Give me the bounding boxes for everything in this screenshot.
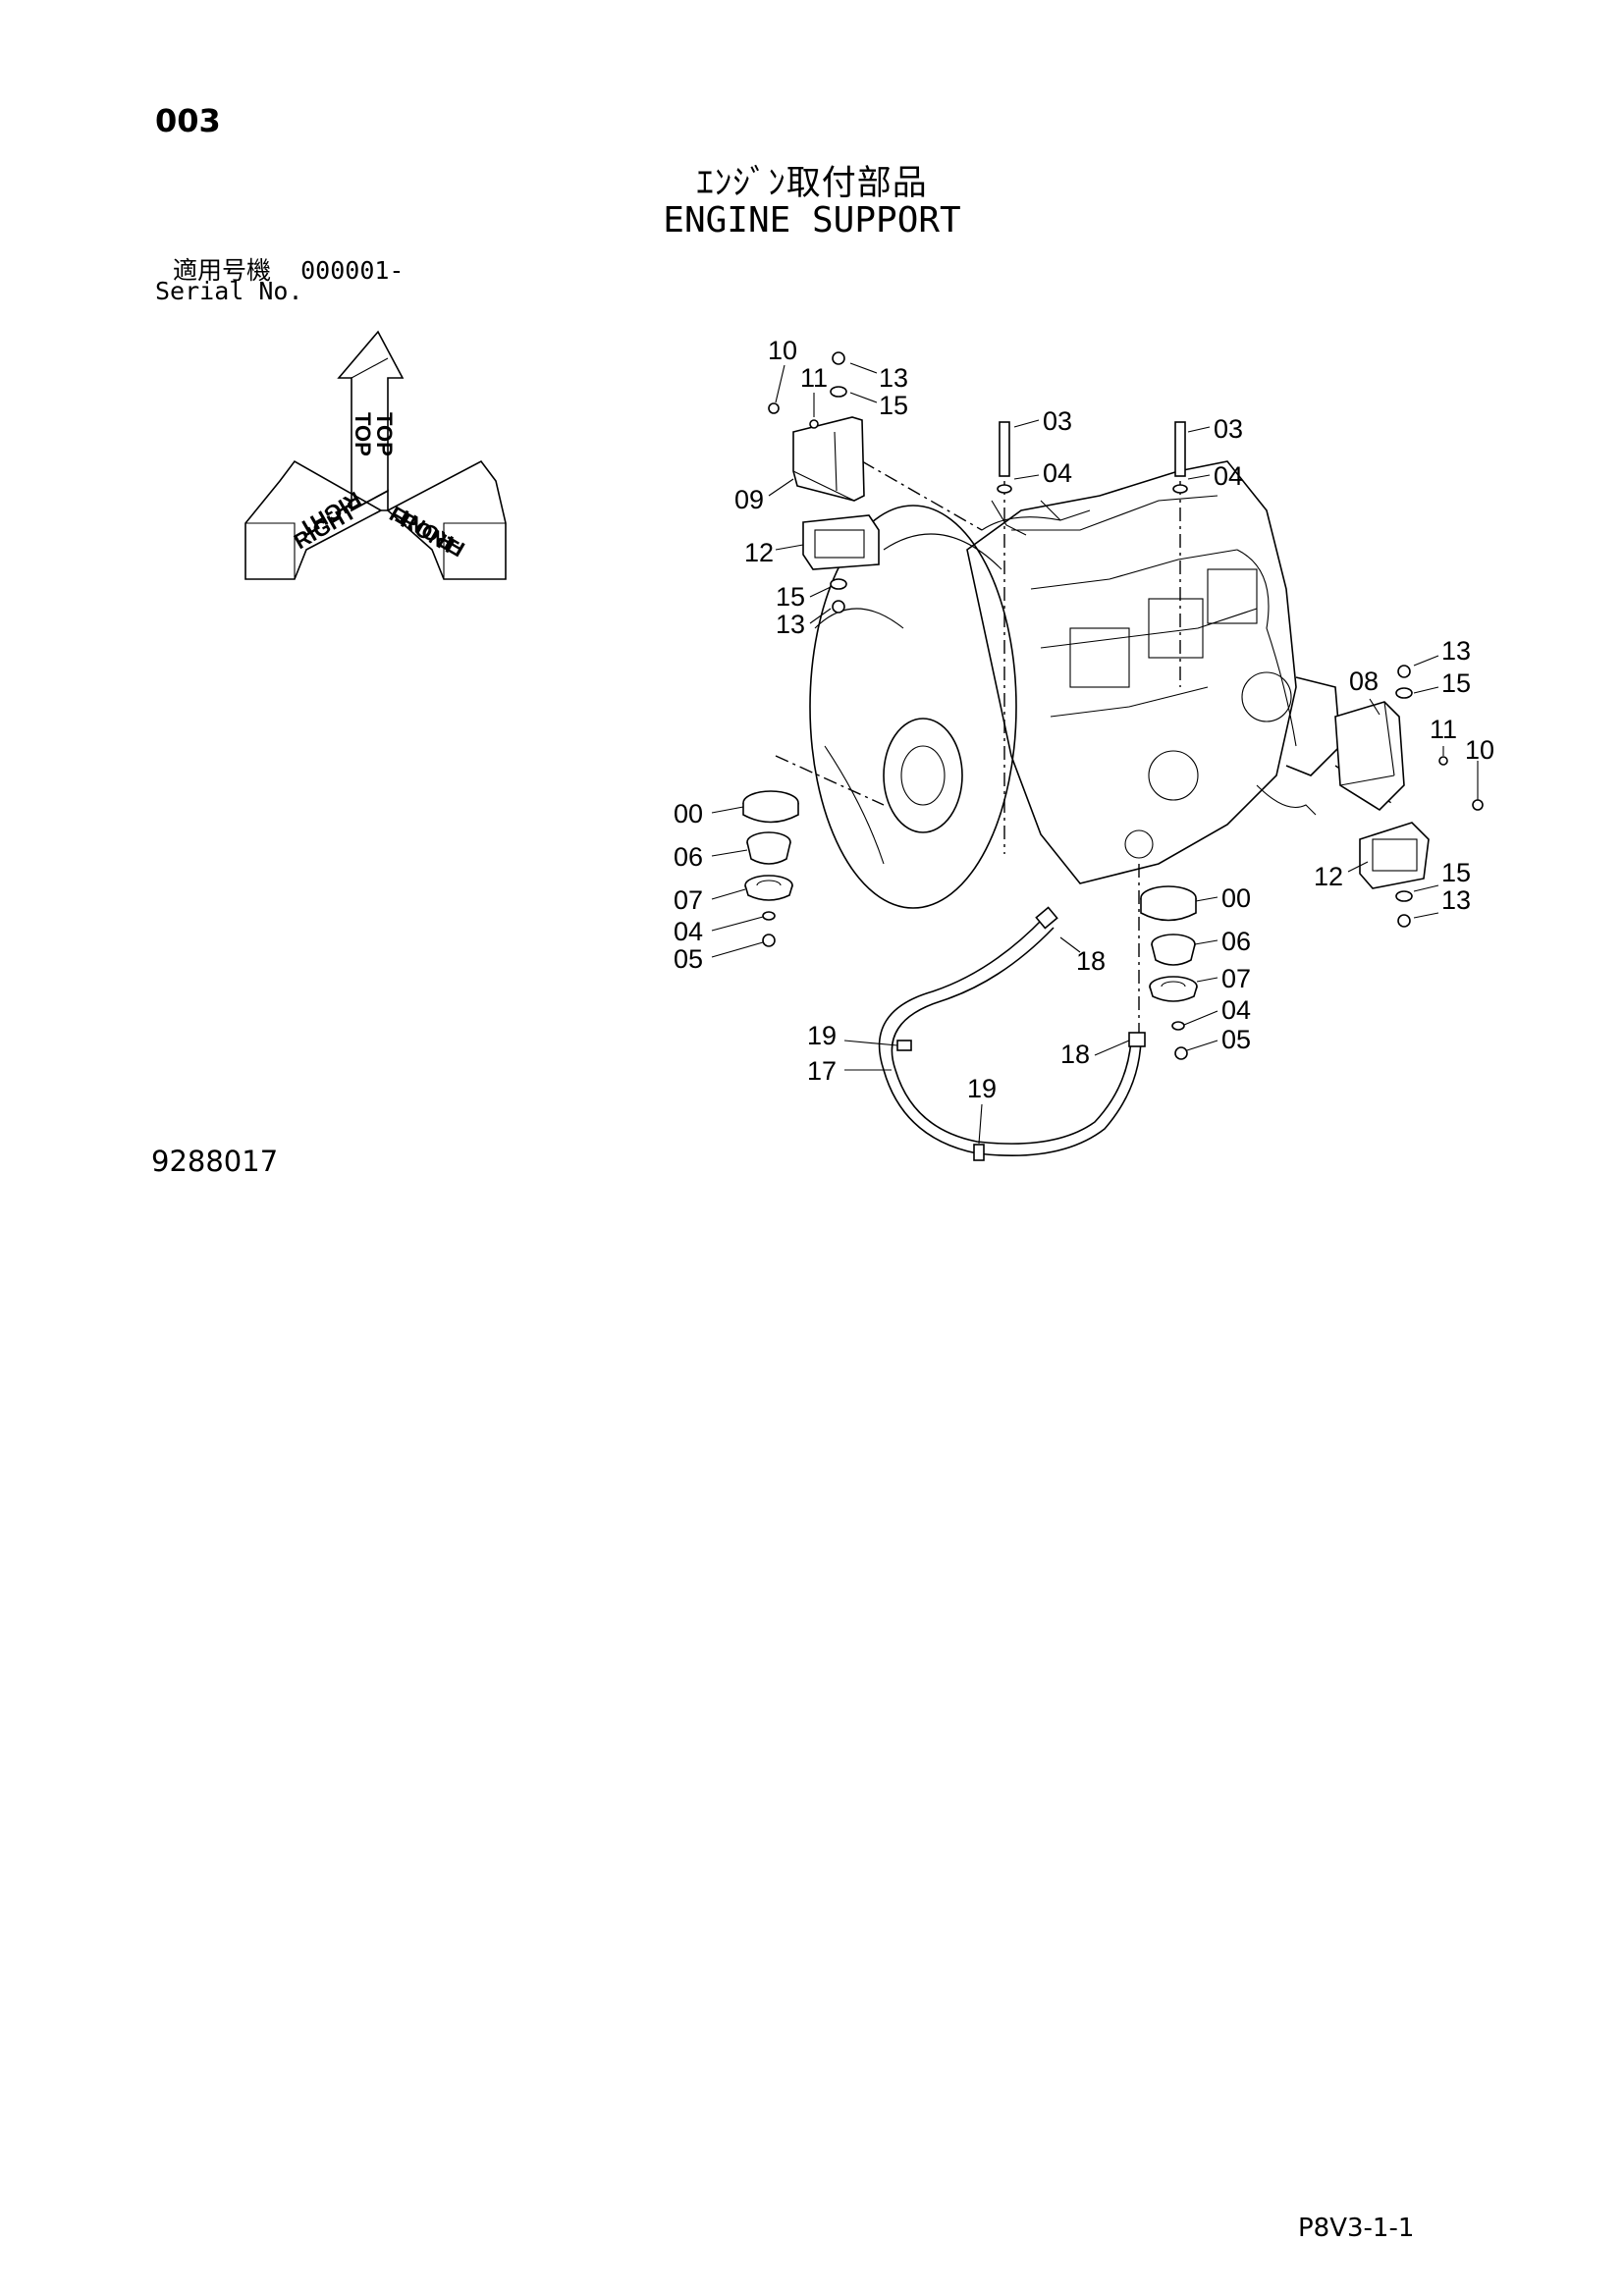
callout-05-left: 05 bbox=[674, 944, 703, 974]
callout-10-right: 10 bbox=[1465, 735, 1494, 765]
orientation-top-left: TOP bbox=[351, 412, 375, 456]
callout-06-left: 06 bbox=[674, 842, 703, 872]
callout-13-right: 13 bbox=[1441, 636, 1471, 666]
callout-13-topleft: 13 bbox=[879, 363, 908, 393]
callout-11-left: 11 bbox=[800, 363, 828, 393]
callout-17: 17 bbox=[807, 1056, 837, 1086]
title-english: ENGINE SUPPORT bbox=[663, 200, 961, 240]
callout-08: 08 bbox=[1349, 667, 1379, 696]
mount-stack-right bbox=[1140, 885, 1198, 1060]
callout-03-b: 03 bbox=[1214, 414, 1243, 444]
callout-03-a: 03 bbox=[1043, 406, 1072, 436]
diagram-code: 9288017 bbox=[151, 1145, 279, 1178]
callout-19-b: 19 bbox=[967, 1074, 997, 1103]
callout-09: 09 bbox=[734, 485, 764, 514]
callout-00-left: 00 bbox=[674, 799, 703, 828]
serial-label-english: Serial No. bbox=[155, 277, 303, 305]
leader-lines bbox=[711, 362, 1479, 1145]
callout-10-left: 10 bbox=[768, 336, 797, 365]
callout-18-b: 18 bbox=[1060, 1040, 1090, 1069]
serial-label-ja: 適用号機 bbox=[173, 256, 272, 285]
callout-05-right: 05 bbox=[1221, 1025, 1251, 1054]
hose-17 bbox=[878, 906, 1146, 1161]
callout-12-right: 12 bbox=[1314, 862, 1343, 891]
bracket-left-group bbox=[768, 351, 880, 614]
serial-label-japanese: 適用号機 000001- bbox=[173, 251, 404, 287]
bracket-right-group bbox=[1334, 665, 1484, 928]
callout-04-a: 04 bbox=[1043, 458, 1072, 488]
sheet-code: P8V3-1-1 bbox=[1298, 2214, 1415, 2243]
callout-15-left: 15 bbox=[776, 582, 805, 612]
callout-06-right: 06 bbox=[1221, 927, 1251, 956]
title-japanese: ｴﾝｼﾞﾝ取付部品 bbox=[696, 164, 928, 203]
callout-04-right: 04 bbox=[1221, 995, 1251, 1025]
callout-12-left: 12 bbox=[744, 538, 774, 567]
callout-04-left: 04 bbox=[674, 917, 703, 946]
callout-15-right: 15 bbox=[1441, 668, 1471, 698]
mount-stack-left bbox=[742, 790, 799, 947]
callout-13-left: 13 bbox=[776, 610, 805, 639]
orientation-arrows: TOP TOP RIGHT RIGHT FRONT FRONT bbox=[244, 330, 507, 580]
callout-11-right: 11 bbox=[1430, 715, 1457, 744]
orientation-top-right: TOP bbox=[372, 412, 397, 456]
callout-15-topleft: 15 bbox=[879, 391, 908, 420]
callout-07-right: 07 bbox=[1221, 964, 1251, 993]
serial-range: 000001- bbox=[300, 256, 405, 285]
engine-assembly bbox=[809, 460, 1341, 909]
callout-04-b: 04 bbox=[1214, 461, 1243, 491]
callout-13-right-lower: 13 bbox=[1441, 885, 1471, 915]
callout-19-a: 19 bbox=[807, 1021, 837, 1050]
page-number: 003 bbox=[155, 102, 221, 139]
callout-00-right: 00 bbox=[1221, 883, 1251, 913]
bolts-03-04 bbox=[997, 421, 1188, 494]
callout-18-a: 18 bbox=[1076, 946, 1106, 976]
callout-15-right-lower: 15 bbox=[1441, 858, 1471, 887]
callout-07-left: 07 bbox=[674, 885, 703, 915]
callout-labels: 10 11 13 15 03 04 03 04 09 12 15 13 13 0… bbox=[674, 336, 1494, 1103]
